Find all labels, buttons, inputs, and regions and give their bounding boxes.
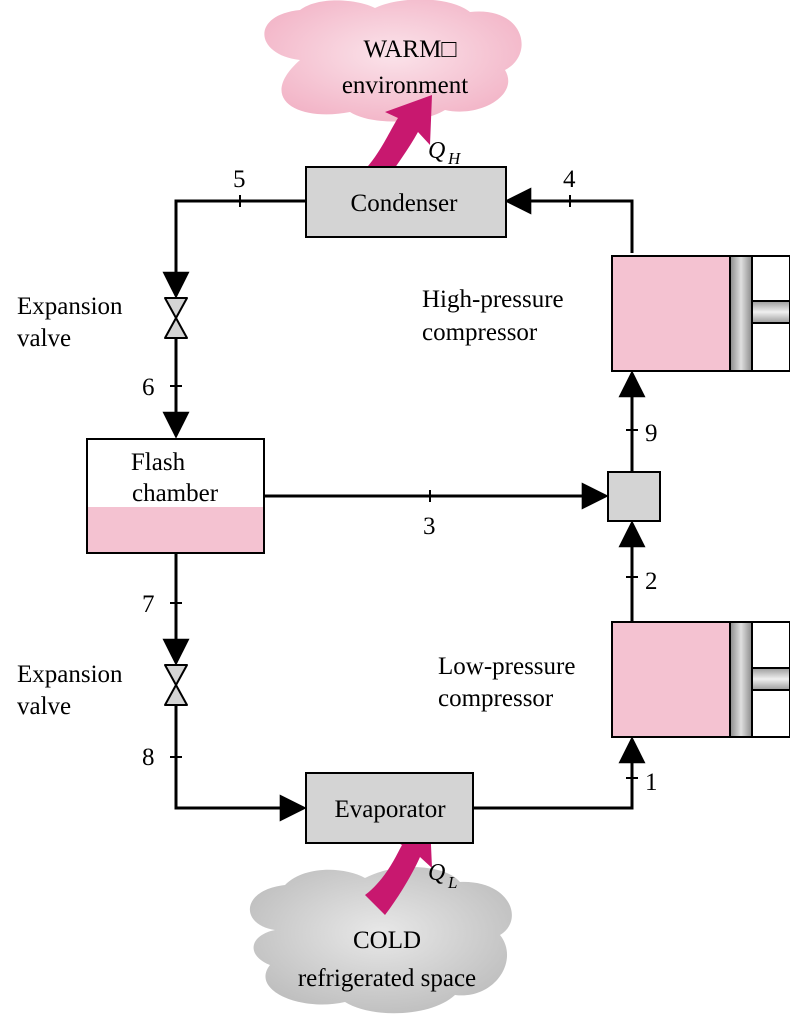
state-1-label: 1 xyxy=(645,769,658,796)
condenser: Condenser xyxy=(305,166,507,238)
lp-compressor-line1: Low-pressure xyxy=(438,653,575,680)
upper-expansion-valve: Expansion valve xyxy=(17,293,188,352)
hp-piston xyxy=(729,255,753,372)
warm-cloud-line2: environment xyxy=(342,72,468,99)
state-ticks xyxy=(170,195,638,779)
warm-cloud-line1: WARM□ xyxy=(364,36,458,63)
state-labels: 1 2 3 4 5 6 7 8 9 xyxy=(142,166,658,796)
line-state-1 xyxy=(473,736,646,810)
low-pressure-compressor: Low-pressure compressor xyxy=(438,621,790,738)
line-state-5 xyxy=(162,199,306,299)
state-9-label: 9 xyxy=(645,420,658,447)
hp-compressor-line1: High-pressure xyxy=(422,286,564,313)
cold-cloud-line1: COLD xyxy=(353,927,421,954)
qh-symbol: Q xyxy=(428,138,445,164)
line-state-8 xyxy=(174,705,307,822)
state-5-label: 5 xyxy=(233,166,246,193)
upper-valve-line1: Expansion xyxy=(17,293,123,320)
state-6-label: 6 xyxy=(142,374,155,401)
lower-expansion-valve: Expansion valve xyxy=(17,661,188,720)
upper-valve-line2: valve xyxy=(17,325,71,352)
state-3-label: 3 xyxy=(423,513,436,540)
line-state-4 xyxy=(504,187,634,253)
ql-symbol: Q xyxy=(428,860,445,886)
lp-piston-rod xyxy=(751,667,790,691)
state-7-label: 7 xyxy=(142,591,155,618)
flash-chamber: Flash chamber xyxy=(86,438,265,554)
mixing-chamber xyxy=(607,471,661,522)
flash-chamber-line2: chamber xyxy=(132,480,219,507)
heat-absorption-arrow: Q L xyxy=(365,822,457,915)
lp-piston xyxy=(729,621,753,738)
warm-environment-cloud: WARM□ environment xyxy=(264,0,522,122)
flash-chamber-line1: Flash xyxy=(131,449,186,476)
state-8-label: 8 xyxy=(142,744,155,771)
lower-valve-line1: Expansion xyxy=(17,661,123,688)
heat-rejection-arrow: Q H xyxy=(360,95,462,188)
hp-compressor-line2: compressor xyxy=(422,319,538,346)
cold-cloud-line2: refrigerated space xyxy=(298,965,476,992)
hp-piston-rod xyxy=(751,300,790,324)
high-pressure-compressor: High-pressure compressor xyxy=(422,255,790,372)
condenser-label: Condenser xyxy=(351,190,459,217)
lp-compressor-line2: compressor xyxy=(438,685,554,712)
qh-subscript: H xyxy=(447,149,462,168)
state-2-label: 2 xyxy=(645,568,658,595)
evaporator-label: Evaporator xyxy=(334,796,446,823)
ql-subscript: L xyxy=(447,873,457,892)
evaporator: Evaporator xyxy=(305,772,474,844)
cold-refrigerated-space-cloud: COLD refrigerated space xyxy=(249,867,512,1014)
lower-valve-line2: valve xyxy=(17,693,71,720)
state-4-label: 4 xyxy=(563,166,576,193)
